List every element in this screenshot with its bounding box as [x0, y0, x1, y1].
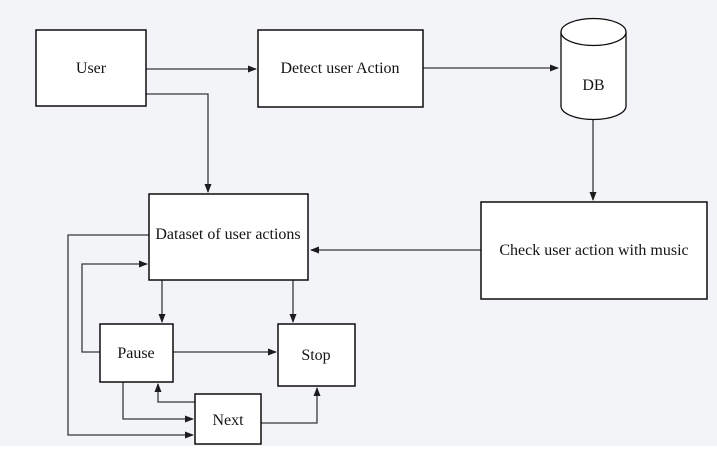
node-pause: Pause — [99, 323, 174, 383]
node-dataset-box — [148, 193, 309, 281]
node-db: DB — [560, 17, 627, 121]
edges-group — [67, 64, 597, 439]
node-db-label: DB — [582, 77, 604, 94]
node-detect-label: Detect user Action — [280, 60, 399, 77]
node-detect-user-action: Detect user Action — [257, 29, 424, 108]
node-check-box — [480, 201, 708, 300]
node-check-label: Check user action with music — [499, 242, 688, 259]
node-user-label: User — [76, 60, 107, 77]
node-pause-box — [99, 323, 174, 383]
edge-pause-next — [122, 382, 194, 423]
edge-dataset-next — [67, 234, 194, 439]
node-stop: Stop — [277, 323, 356, 387]
node-dataset-label: Dataset of user actions — [155, 226, 300, 243]
node-pause-label: Pause — [117, 345, 154, 362]
node-dataset-of-user-actions: Dataset of user actions — [148, 193, 309, 281]
node-stop-box — [277, 323, 356, 387]
node-stop-label: Stop — [301, 347, 330, 364]
edge-pause-dataset — [81, 260, 148, 353]
node-user-box — [35, 29, 147, 107]
node-check-user-action-with-music: Check user action with music — [480, 201, 708, 300]
node-next-label: Next — [212, 412, 244, 429]
edge-next-stop — [261, 387, 321, 424]
node-user: User — [35, 29, 147, 107]
node-next-box — [194, 393, 262, 445]
node-next: Next — [194, 393, 262, 445]
db-cylinder-top — [560, 17, 627, 47]
edge-user-dataset — [146, 93, 212, 193]
node-detect-box — [257, 29, 424, 108]
edge-next-pause — [154, 383, 195, 403]
